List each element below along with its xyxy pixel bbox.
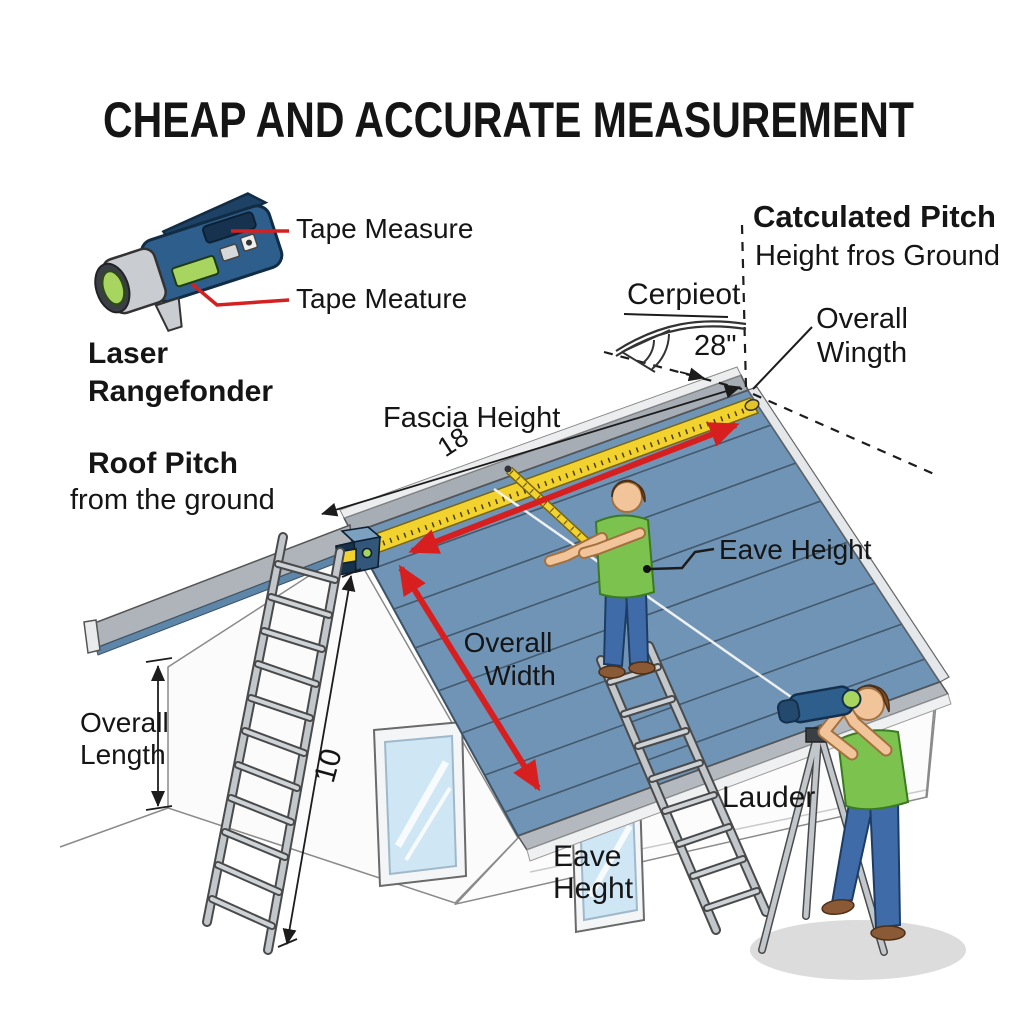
eave-height-wall-label-line1: Eave: [553, 840, 622, 873]
angle-fan-arc: [642, 339, 655, 364]
ladder-label: Lauder: [722, 781, 816, 814]
eave-height-wall-label-line2: Heght: [553, 872, 634, 905]
device-foot: [154, 296, 183, 333]
fascia-height-dimension: [321, 384, 741, 517]
ground-shadow: [750, 920, 966, 980]
eave-height-roof-label: Eave Height: [719, 534, 872, 565]
pitch-ray-arrow: [679, 367, 705, 382]
button-dot: [246, 239, 253, 246]
angle-value: 28": [694, 330, 737, 362]
leader-tape-measure-bottom: [190, 282, 290, 307]
gable-window: [372, 720, 468, 888]
fascia-height-label: Fascia Height: [383, 402, 561, 434]
roof-pitch-label-line2: from the ground: [70, 484, 275, 516]
overall-width-label-line1: Overall: [463, 627, 553, 658]
dimension-tick: [277, 938, 298, 948]
shoe: [870, 925, 906, 941]
shoe: [598, 665, 626, 679]
leg: [868, 801, 902, 930]
angle-fan-arc: [651, 333, 670, 370]
laser-rangefinder-label-line2: Rangefonder: [88, 375, 274, 408]
shoe: [821, 898, 855, 916]
dimension-tick: [145, 657, 173, 663]
overall-width-label-line2: Width: [484, 660, 556, 691]
ladder-dimension-line: [282, 575, 356, 945]
tripod-rangefinder-icon: [776, 685, 862, 724]
overall-wingth-label-line1: Overall: [816, 303, 908, 335]
arm: [819, 707, 857, 759]
overall-length-label-line2: Length: [80, 739, 166, 770]
shoe: [628, 661, 656, 675]
dashed-pitch-ray: [603, 350, 743, 391]
tape-hook: [744, 398, 760, 412]
overall-wingth-label-line2: Wingth: [816, 337, 908, 369]
device-display: [171, 255, 220, 288]
glass-streak: [404, 786, 452, 862]
ground-line-left: [59, 807, 169, 848]
laser-rangefinder-label-line1: Laser: [88, 337, 169, 370]
cerpieot-label: Cerpieot: [627, 278, 741, 311]
leader-dot: [643, 565, 651, 573]
roof-pitch-label-line1: Roof Pitch: [88, 447, 238, 480]
worker-with-rangefinder: [750, 684, 966, 980]
lens-glass: [101, 270, 126, 306]
pitch-curve: [615, 320, 747, 352]
laser-rangefinder-icon: [94, 192, 284, 333]
hair: [851, 684, 890, 713]
annotations: [145, 224, 935, 948]
leg: [624, 588, 650, 666]
glass-streak: [587, 824, 633, 898]
torso: [594, 514, 656, 599]
leader-overall-wingth: [752, 326, 813, 390]
angle-fan-ray: [621, 351, 656, 373]
overall-length-label-line1: Overall: [80, 707, 169, 738]
angle-fan-ray: [621, 329, 671, 353]
cerpieot-underline: [623, 313, 729, 318]
overall-width-arrow: [398, 564, 541, 792]
ladder-center: [596, 641, 771, 935]
eave-fascia-white: [526, 693, 952, 862]
device-slot: [202, 211, 257, 244]
calculated-pitch-label-line2: Height fros Ground: [755, 240, 1001, 272]
dimension-tick: [145, 805, 173, 811]
dashed-vertical: [740, 224, 748, 389]
tape-measure-label-bottom: Tape Meature: [296, 283, 468, 314]
device-button: [219, 243, 240, 262]
dimension-tick: [341, 568, 362, 578]
leader-eave-height: [649, 547, 715, 571]
tape-measure-label-top: Tape Measure: [296, 213, 474, 244]
page-title: CHEAP AND ACCURATE MEASUREMENT: [103, 92, 914, 148]
rake-end-cap: [83, 619, 101, 654]
calculated-pitch-label-line1: Catculated Pitch: [753, 199, 996, 234]
